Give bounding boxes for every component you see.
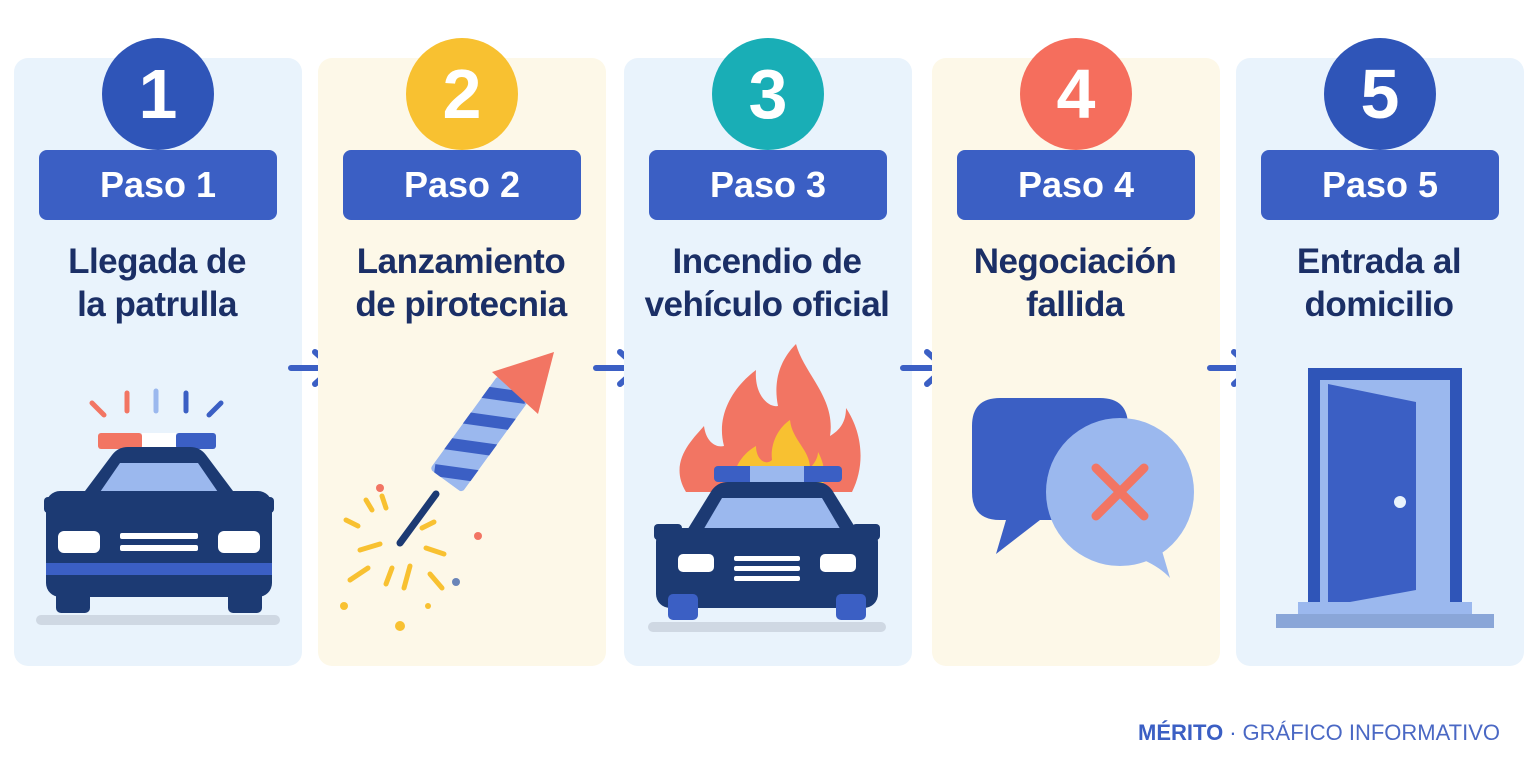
footer-kind: GRÁFICO INFORMATIVO [1242, 720, 1500, 745]
step-label-badge: Paso 2 [343, 150, 581, 220]
step-title-line: domicilio [1304, 285, 1454, 324]
firework-rocket-icon [340, 352, 554, 631]
step-number-circle: 3 [712, 38, 824, 150]
failed-chat-icon [972, 398, 1194, 578]
step-title-line: vehículo oficial [644, 285, 890, 324]
step-title: Incendio de vehículo oficial [617, 240, 917, 326]
footer-separator: · [1229, 720, 1237, 745]
step-title-line: Llegada de [68, 242, 246, 281]
police-car-icon [36, 388, 280, 625]
step-title-line: de pirotecnia [355, 285, 567, 324]
step-title-line: Entrada al [1296, 242, 1462, 281]
step-label-badge: Paso 4 [957, 150, 1195, 220]
step-number-circle: 5 [1324, 38, 1436, 150]
step-title-line: Incendio de [672, 242, 862, 281]
step-title: Entrada al domicilio [1229, 240, 1529, 326]
step-label-badge: Paso 5 [1261, 150, 1499, 220]
step-title-line: Lanzamiento [356, 242, 566, 281]
step-title-line: la patrulla [77, 285, 237, 324]
step-title-line: Negociación [973, 242, 1177, 281]
burning-car-icon [648, 344, 886, 632]
step-title: Lanzamiento de pirotecnia [311, 240, 611, 326]
footer-credit: MÉRITO·GRÁFICO INFORMATIVO [1138, 720, 1500, 746]
step-number-circle: 4 [1020, 38, 1132, 150]
step-title-line: fallida [1026, 285, 1124, 324]
open-door-icon [1276, 368, 1494, 628]
footer-brand: MÉRITO [1138, 720, 1224, 745]
step-number-circle: 2 [406, 38, 518, 150]
step-label-badge: Paso 1 [39, 150, 277, 220]
step-number-circle: 1 [102, 38, 214, 150]
step-title: Llegada de la patrulla [7, 240, 307, 326]
step-title: Negociación fallida [925, 240, 1225, 326]
step-label-badge: Paso 3 [649, 150, 887, 220]
